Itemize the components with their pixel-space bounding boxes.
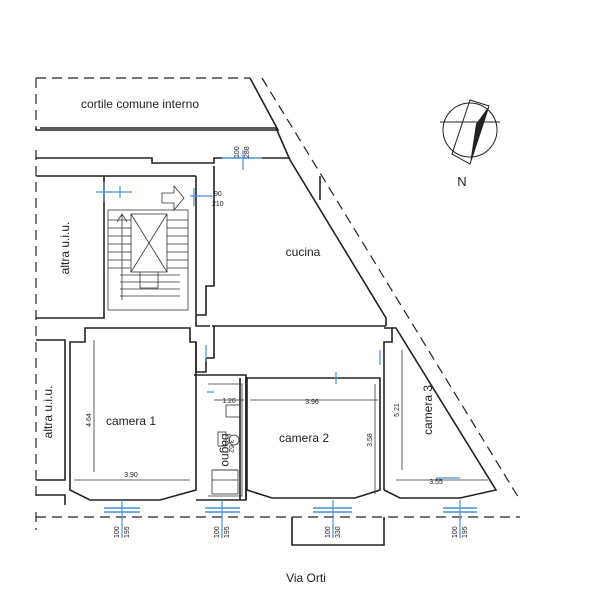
sink-icon <box>225 404 241 418</box>
win2-h: 195 <box>224 526 231 538</box>
altra-uiu-top-label: altra u.i.u. <box>58 222 72 275</box>
cam2-height: 3.58 <box>367 433 374 447</box>
lower-walls <box>36 326 498 505</box>
cortile-label: cortile comune interno <box>81 97 199 111</box>
openings <box>96 150 477 538</box>
win4-w: 100 <box>452 526 459 538</box>
staircase <box>107 209 189 311</box>
camera2-label: camera 2 <box>279 431 329 445</box>
bagno-height: 3.62 <box>227 439 234 453</box>
camera3-label: camera 3 <box>421 385 435 435</box>
camera1-label: camera 1 <box>106 414 156 428</box>
win1-w: 100 <box>114 526 121 538</box>
upper-walls <box>36 127 387 327</box>
cam3-height: 5.21 <box>394 403 401 417</box>
top-window-h: 288 <box>244 146 251 158</box>
win3-w: 100 <box>325 526 332 538</box>
cucina-label: cucina <box>286 245 321 259</box>
door-h: 210 <box>212 201 224 208</box>
cam1-height: 4.64 <box>86 413 93 427</box>
property-boundary <box>35 77 521 530</box>
courtyard <box>35 77 280 131</box>
bagno-width: 1.20 <box>222 398 236 405</box>
dimension-lines <box>74 340 488 494</box>
top-window-w: 100 <box>234 146 241 158</box>
cam3-width: 3.55 <box>429 479 443 486</box>
street-label: Via Orti <box>286 571 326 585</box>
bidet-icon <box>217 431 227 447</box>
compass: N <box>440 99 500 189</box>
toilet-icon <box>228 434 240 446</box>
cam1-width: 3.90 <box>124 472 138 479</box>
entrance-arrow-icon <box>161 184 185 212</box>
north-label: N <box>457 174 466 189</box>
altra-uiu-bottom-label: altra u.i.u. <box>41 386 55 439</box>
cam2-width: 3.96 <box>305 399 319 406</box>
bagno-label: bagno <box>219 433 233 467</box>
win2-w: 100 <box>214 526 221 538</box>
balcony <box>291 517 385 546</box>
bathroom-fixtures <box>211 404 241 495</box>
shower-icon <box>211 469 239 495</box>
win1-h: 195 <box>124 526 131 538</box>
door-w: 90 <box>214 191 222 198</box>
win4-h: 195 <box>462 526 469 538</box>
win3-h: 330 <box>335 526 342 538</box>
